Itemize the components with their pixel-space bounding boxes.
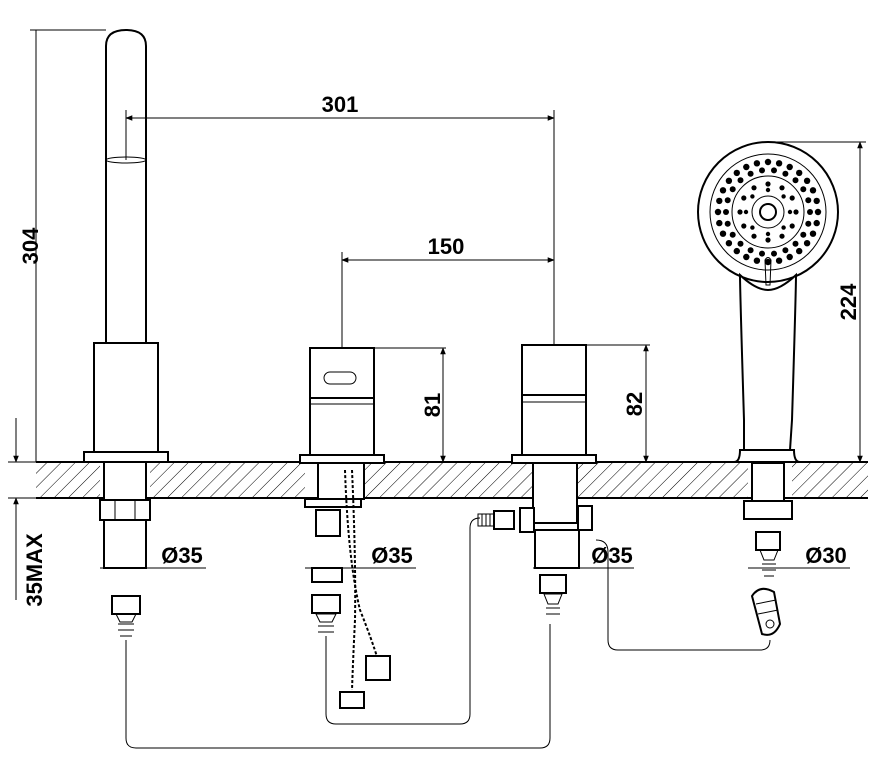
nozzle-dot — [803, 240, 811, 247]
spout — [83, 28, 169, 648]
dim-hole-spout: Ø35 — [161, 543, 203, 568]
nozzle-dot — [765, 187, 771, 193]
nozzle-dot — [724, 220, 731, 227]
dim-diverter-height: 82 — [622, 392, 647, 416]
nozzle-dot — [737, 177, 744, 184]
nozzle-dot — [779, 233, 785, 239]
hand-shower — [697, 141, 839, 636]
nozzle-dot — [723, 209, 729, 215]
nozzle-dot — [813, 219, 820, 227]
nozzle-dot — [750, 194, 755, 199]
nozzle-dot — [809, 230, 817, 237]
nozzle-dot — [759, 250, 765, 257]
dim-hole-mixer: Ø35 — [371, 543, 413, 568]
nozzle-dot — [743, 253, 750, 261]
nozzle-dot — [771, 250, 777, 257]
nozzle-dot — [729, 186, 736, 193]
nozzle-dot — [716, 219, 723, 227]
nozzle-dot — [786, 163, 793, 171]
nozzle-dot — [781, 225, 786, 230]
nozzle-dot — [753, 160, 761, 167]
nozzle-dot — [803, 177, 811, 184]
nozzle-dot — [782, 170, 789, 177]
nozzle-dot — [796, 247, 803, 255]
nozzle-dot — [765, 231, 771, 237]
nozzle-dot — [719, 187, 727, 194]
dim-mixer-height: 81 — [420, 393, 445, 417]
nozzle-dot — [741, 223, 747, 229]
nozzle-dot — [725, 240, 733, 247]
dim-handshower-length: 224 — [836, 283, 861, 320]
deck-section — [36, 461, 868, 499]
dim-handle-spacing: 150 — [428, 234, 465, 259]
nozzle-dot — [809, 187, 817, 194]
nozzle-dot — [793, 209, 799, 215]
nozzle-dot — [765, 181, 771, 187]
nozzle-dot — [751, 185, 757, 191]
nozzle-dot — [737, 209, 743, 215]
nozzle-dot — [814, 208, 822, 216]
nozzle-dot — [725, 177, 733, 184]
nozzle-dot — [792, 177, 799, 184]
nozzle-dot — [764, 258, 772, 266]
nozzle-pattern — [714, 158, 822, 266]
nozzle-dot — [813, 197, 820, 205]
nozzle-dot — [716, 197, 723, 205]
nozzle-dot — [779, 185, 785, 191]
nozzle-dot — [789, 223, 795, 229]
nozzle-dot — [771, 167, 777, 174]
nozzle-dot — [800, 186, 807, 193]
nozzle-dot — [764, 158, 772, 166]
nozzle-dot — [796, 169, 803, 177]
nozzle-dot — [805, 220, 812, 227]
nozzle-dot — [743, 163, 750, 171]
nozzle-dot — [741, 195, 747, 201]
nozzle-dot — [751, 233, 757, 239]
nozzle-dot — [786, 253, 793, 261]
supply-pipes — [125, 517, 771, 749]
dim-spout-height: 304 — [18, 227, 43, 264]
nozzle-dot — [805, 197, 812, 204]
nozzle-dot — [733, 247, 740, 255]
nozzle-dot — [775, 257, 783, 264]
dim-spout-reach: 301 — [322, 92, 359, 117]
nozzle-dot — [789, 195, 795, 201]
nozzle-dot — [743, 209, 749, 215]
nozzle-dot — [781, 194, 786, 199]
nozzle-dot — [800, 231, 807, 238]
nozzle-dot — [759, 167, 765, 174]
nozzle-dot — [747, 170, 754, 177]
nozzle-dot — [775, 160, 783, 167]
dim-hole-handshower: Ø30 — [805, 543, 847, 568]
nozzle-dot — [729, 231, 736, 238]
nozzle-dot — [782, 247, 789, 254]
nozzle-dot — [733, 169, 740, 177]
nozzle-dot — [747, 247, 754, 254]
nozzle-dot — [807, 209, 813, 215]
nozzle-dot — [750, 225, 755, 230]
dim-hole-diverter: Ø35 — [591, 543, 633, 568]
nozzle-dot — [753, 257, 761, 264]
dimension-labels: 304 301 150 81 82 224 35MAX Ø35 Ø35 Ø35 … — [18, 92, 861, 607]
mixer-valve — [299, 347, 391, 709]
nozzle-dot — [737, 240, 744, 247]
nozzle-dot — [787, 209, 793, 215]
dim-deck-thickness: 35MAX — [22, 533, 47, 607]
nozzle-dot — [714, 208, 722, 216]
nozzle-dot — [765, 237, 771, 243]
nozzle-dot — [792, 240, 799, 247]
nozzle-dot — [719, 230, 727, 237]
nozzle-dot — [724, 197, 731, 204]
dimension-lines — [8, 29, 866, 600]
